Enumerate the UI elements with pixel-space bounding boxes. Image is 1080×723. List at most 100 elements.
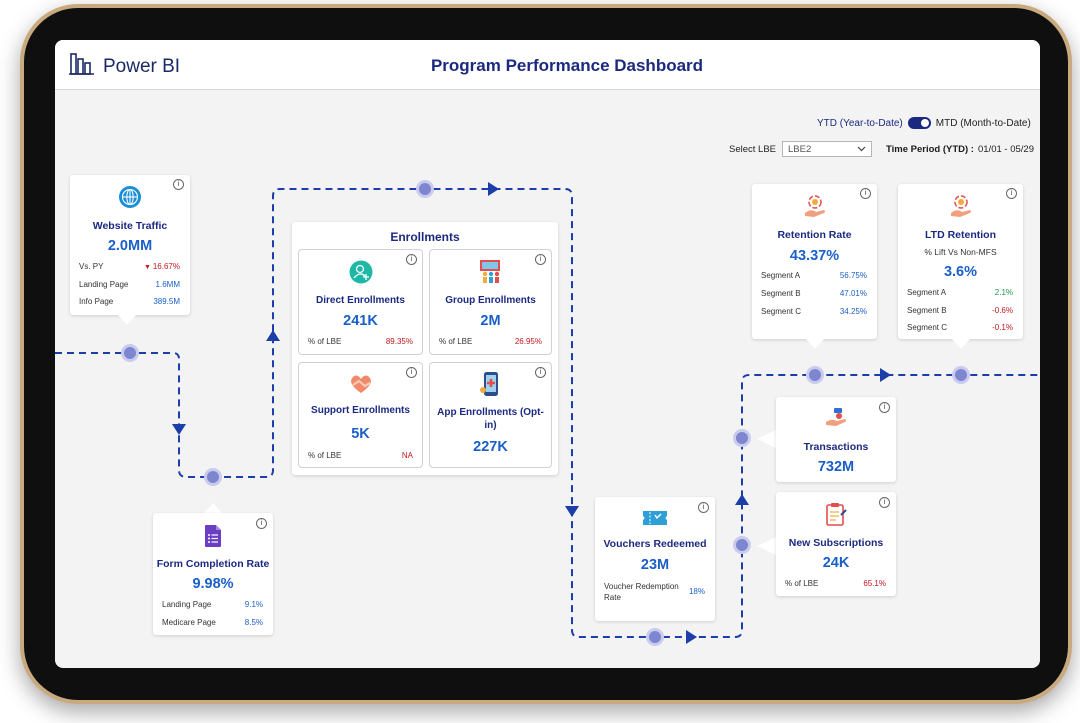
user-add-icon bbox=[349, 260, 373, 284]
ltd-subtitle: % Lift Vs Non-MFS bbox=[924, 247, 997, 257]
lbe-select[interactable]: LBE2 bbox=[782, 141, 872, 157]
info-page-label: Info Page bbox=[79, 297, 114, 306]
landing-page-value: 1.6MM bbox=[155, 280, 180, 289]
group-enrollments-title: Group Enrollments bbox=[445, 295, 536, 306]
time-period-label: Time Period (YTD) : bbox=[886, 143, 974, 155]
retention-segment-a-label: Segment A bbox=[761, 271, 801, 280]
info-icon[interactable]: i bbox=[173, 179, 184, 190]
card-pointer bbox=[204, 503, 222, 513]
ltd-segment-b-value: -0.6% bbox=[992, 306, 1013, 315]
support-sub-value: NA bbox=[401, 451, 413, 460]
group-enrollments-value: 2M bbox=[480, 313, 501, 329]
form-landing-page-label: Landing Page bbox=[162, 600, 212, 609]
redemption-rate-label-1: Voucher Redemption bbox=[604, 582, 679, 591]
card-pointer bbox=[806, 339, 824, 349]
website-traffic-card[interactable]: i Website Traffic 2.0MM Vs. PY ▼ 16.67% … bbox=[70, 175, 190, 315]
ltd-value: 3.6% bbox=[943, 264, 978, 280]
page-title: Program Performance Dashboard bbox=[430, 56, 704, 75]
form-completion-value: 9.98% bbox=[192, 576, 234, 592]
retention-segment-c-label: Segment C bbox=[761, 307, 802, 316]
ltd-segment-b-label: Segment B bbox=[907, 306, 947, 315]
medicare-page-value: 8.5% bbox=[244, 618, 263, 627]
direct-enrollments-card[interactable]: i Direct Enrollments 241K % of LBE 89.35… bbox=[298, 249, 423, 355]
retention-rate-card[interactable]: i Retention Rate 43.37% Segment A 56.75%… bbox=[752, 184, 877, 339]
vs-py-number: 16.67% bbox=[152, 262, 180, 271]
form-completion-card[interactable]: i Form Completion Rate 9.98% Landing Pag… bbox=[153, 513, 273, 635]
info-icon[interactable]: i bbox=[879, 497, 890, 508]
info-icon[interactable]: i bbox=[879, 402, 890, 413]
info-icon[interactable]: i bbox=[406, 367, 417, 378]
app-name: Power BI bbox=[103, 55, 181, 77]
subscriptions-value: 24K bbox=[822, 555, 850, 571]
retention-segment-c-value: 34.25% bbox=[839, 307, 867, 316]
medicare-page-label: Medicare Page bbox=[162, 618, 216, 627]
phone-health-icon bbox=[478, 370, 504, 398]
subscriptions-title: New Subscriptions bbox=[788, 537, 884, 549]
app-enrollments-title-line1: App Enrollments (Opt- bbox=[437, 407, 544, 418]
transactions-card[interactable]: i Transactions 732M bbox=[776, 397, 896, 482]
redemption-rate-value: 18% bbox=[688, 587, 705, 596]
mtd-label[interactable]: MTD (Month-to-Date) bbox=[935, 117, 1031, 129]
retention-segment-b-value: 47.01% bbox=[839, 289, 867, 298]
ltd-retention-card[interactable]: i LTD Retention % Lift Vs Non-MFS 3.6% S… bbox=[898, 184, 1023, 339]
subscriptions-sub-value: 65.1% bbox=[863, 579, 886, 588]
vs-py-value: ▼ 16.67% bbox=[144, 262, 180, 271]
group-enrollments-card[interactable]: i Group Enrollments 2M % of LBE 26.95% bbox=[429, 249, 552, 355]
support-enrollments-value: 5K bbox=[351, 426, 370, 442]
period-toggle-switch[interactable] bbox=[907, 117, 931, 129]
retention-icon bbox=[802, 193, 828, 219]
info-page-value: 389.5M bbox=[153, 297, 180, 306]
vouchers-redeemed-card[interactable]: i Vouchers Redeemed 23M Voucher Redempti… bbox=[595, 497, 715, 621]
ltd-segment-c-value: -0.1% bbox=[992, 323, 1013, 332]
ltd-retention-icon bbox=[948, 193, 974, 219]
info-icon[interactable]: i bbox=[1006, 188, 1017, 199]
support-sub-label: % of LBE bbox=[308, 451, 342, 460]
time-period-value: 01/01 - 05/29 bbox=[977, 143, 1034, 155]
ytd-label[interactable]: YTD (Year-to-Date) bbox=[817, 117, 903, 129]
ltd-segment-a-label: Segment A bbox=[907, 288, 947, 297]
app-enrollments-title-line2: in) bbox=[484, 420, 497, 431]
ltd-title: LTD Retention bbox=[925, 229, 996, 241]
clipboard-icon bbox=[824, 501, 848, 527]
ltd-segment-a-value: 2.1% bbox=[994, 288, 1013, 297]
transactions-value: 732M bbox=[817, 459, 855, 475]
retention-segment-b-label: Segment B bbox=[761, 289, 801, 298]
direct-enrollments-title: Direct Enrollments bbox=[316, 295, 405, 306]
select-lbe-label: Select LBE bbox=[729, 143, 776, 155]
lbe-filter-row: Select LBE LBE2 Time Period (YTD) : 01/0… bbox=[729, 141, 1034, 157]
top-bar: Power BI Program Performance Dashboard bbox=[55, 40, 1040, 90]
info-icon[interactable]: i bbox=[535, 254, 546, 265]
transactions-icon bbox=[824, 405, 850, 429]
app-enrollments-card[interactable]: i App Enrollments (Opt- in) 227K bbox=[429, 362, 552, 468]
info-icon[interactable]: i bbox=[535, 367, 546, 378]
retention-value: 43.37% bbox=[789, 248, 840, 264]
subscriptions-sub-label: % of LBE bbox=[785, 579, 819, 588]
direct-enrollments-value: 241K bbox=[343, 313, 378, 329]
support-enrollments-card[interactable]: i Support Enrollments 5K % of LBE NA bbox=[298, 362, 423, 468]
group-icon bbox=[478, 258, 504, 284]
info-icon[interactable]: i bbox=[406, 254, 417, 265]
enrollments-group: Enrollments i Direct Enrollments 241K % … bbox=[292, 222, 558, 475]
enrollments-title: Enrollments bbox=[390, 230, 460, 244]
redemption-rate-label-2: Rate bbox=[604, 593, 621, 602]
group-sub-label: % of LBE bbox=[439, 337, 473, 346]
vouchers-value: 23M bbox=[640, 557, 670, 573]
globe-icon bbox=[117, 184, 143, 210]
card-pointer bbox=[952, 339, 970, 349]
info-icon[interactable]: i bbox=[698, 502, 709, 513]
retention-segment-a-value: 56.75% bbox=[839, 271, 867, 280]
power-bi-logo-icon bbox=[69, 52, 95, 81]
form-icon bbox=[203, 523, 223, 549]
flow-path bbox=[55, 180, 1040, 646]
info-icon[interactable]: i bbox=[256, 518, 267, 529]
retention-title: Retention Rate bbox=[777, 229, 852, 241]
card-pointer bbox=[757, 430, 776, 448]
ticket-icon bbox=[641, 507, 669, 529]
support-enrollments-title: Support Enrollments bbox=[311, 405, 410, 416]
chevron-down-icon bbox=[857, 144, 866, 155]
transactions-title: Transactions bbox=[803, 441, 869, 453]
new-subscriptions-card[interactable]: i New Subscriptions 24K % of LBE 65.1% bbox=[776, 492, 896, 596]
power-bi-logo[interactable]: Power BI bbox=[69, 52, 180, 81]
group-sub-value: 26.95% bbox=[514, 337, 542, 346]
info-icon[interactable]: i bbox=[860, 188, 871, 199]
